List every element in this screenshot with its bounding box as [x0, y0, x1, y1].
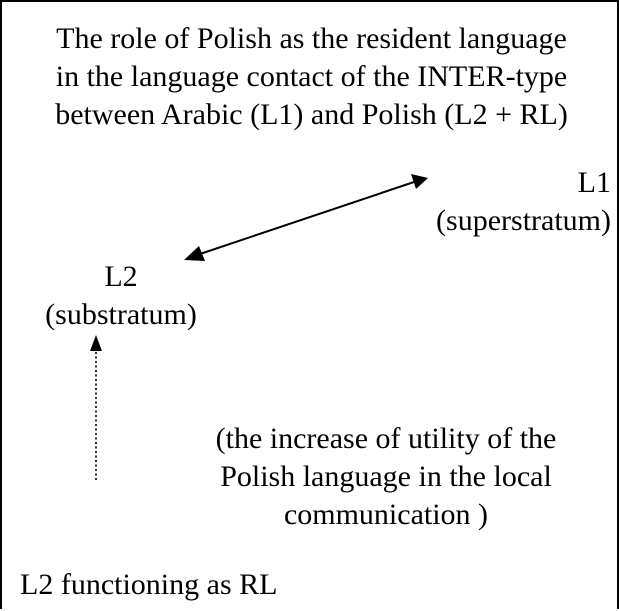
contact-arrow-head-right: [411, 174, 428, 189]
contact-arrow-head-left: [184, 246, 205, 261]
note-line-1: (the increase of utility of the: [215, 422, 557, 455]
title-line-3: between Arabic (L1) and Polish (L2 + RL): [55, 98, 568, 131]
footer-label: L2 functioning as RL: [20, 568, 278, 601]
note-line-3: communication ): [283, 498, 489, 531]
note-line-2: Polish language in the local: [220, 460, 552, 493]
utility-note: (the increase of utility of the Polish l…: [166, 420, 606, 534]
l1-role-label: (superstratum): [436, 204, 611, 237]
diagram-title: The role of Polish as the resident langu…: [2, 20, 619, 134]
l2-label: L2: [104, 260, 138, 293]
l1-node: L1 (superstratum): [436, 164, 611, 240]
l1-label: L1: [577, 166, 611, 199]
l2-node: L2 (substratum): [16, 258, 226, 334]
title-line-2: in the language contact of the INTER-typ…: [55, 60, 568, 93]
title-line-1: The role of Polish as the resident langu…: [56, 22, 567, 55]
l2-role-label: (substratum): [45, 298, 197, 331]
contact-arrow-line: [199, 181, 415, 255]
utility-arrow-head: [90, 335, 102, 351]
